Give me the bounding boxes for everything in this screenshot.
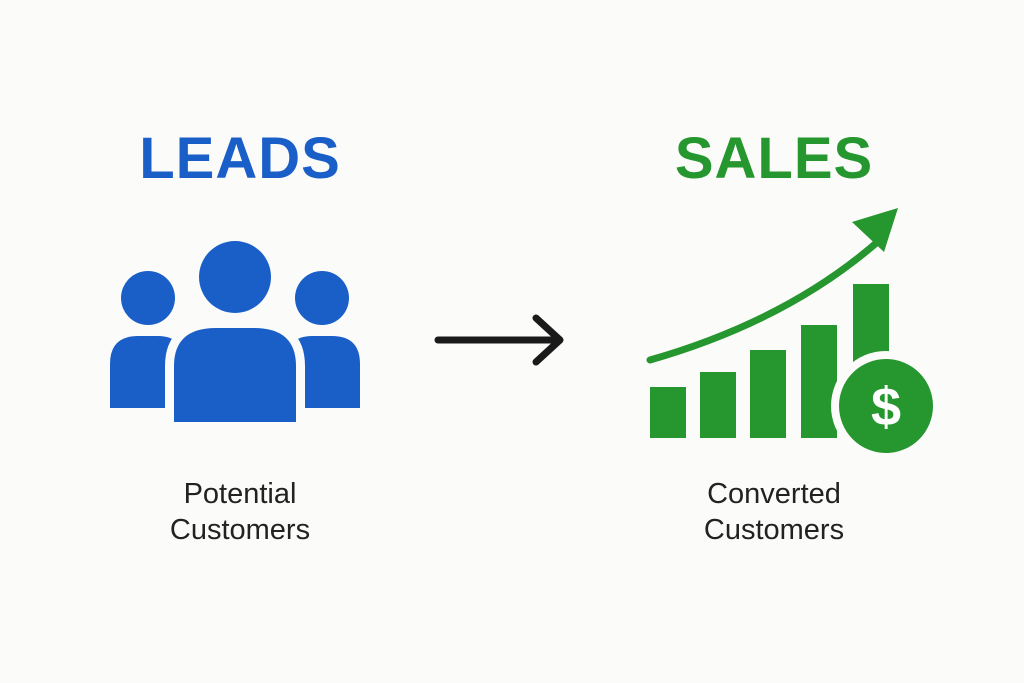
growth-bar-2 [700,372,736,438]
sales-caption-line1: Converted [707,478,841,510]
arrow-right-icon [434,314,564,366]
dollar-coin-icon: $ [839,359,933,453]
dollar-sign: $ [871,377,901,437]
growth-chart-icon: $ [646,208,941,461]
growth-bar-4 [801,325,837,438]
center-person-body [174,328,296,422]
right-person-head [295,271,349,325]
growth-bar-1 [650,387,686,438]
sales-caption-line2: Customers [703,514,845,546]
trend-line [646,234,886,364]
left-person-head [121,271,175,325]
arrow-head [532,314,564,366]
coin-circle [839,359,933,453]
leads-caption: Potential Customers [110,476,370,548]
trend-arrowhead [852,208,898,252]
sales-caption: Converted Customers [644,476,904,548]
growth-bar-3 [750,350,786,438]
people-group-icon [110,241,360,431]
leads-caption-line1: Potential [183,478,297,510]
leads-title: LEADS [139,126,341,191]
center-person-head [199,241,271,313]
leads-caption-line2: Customers [169,514,311,546]
sales-title: SALES [674,126,874,191]
